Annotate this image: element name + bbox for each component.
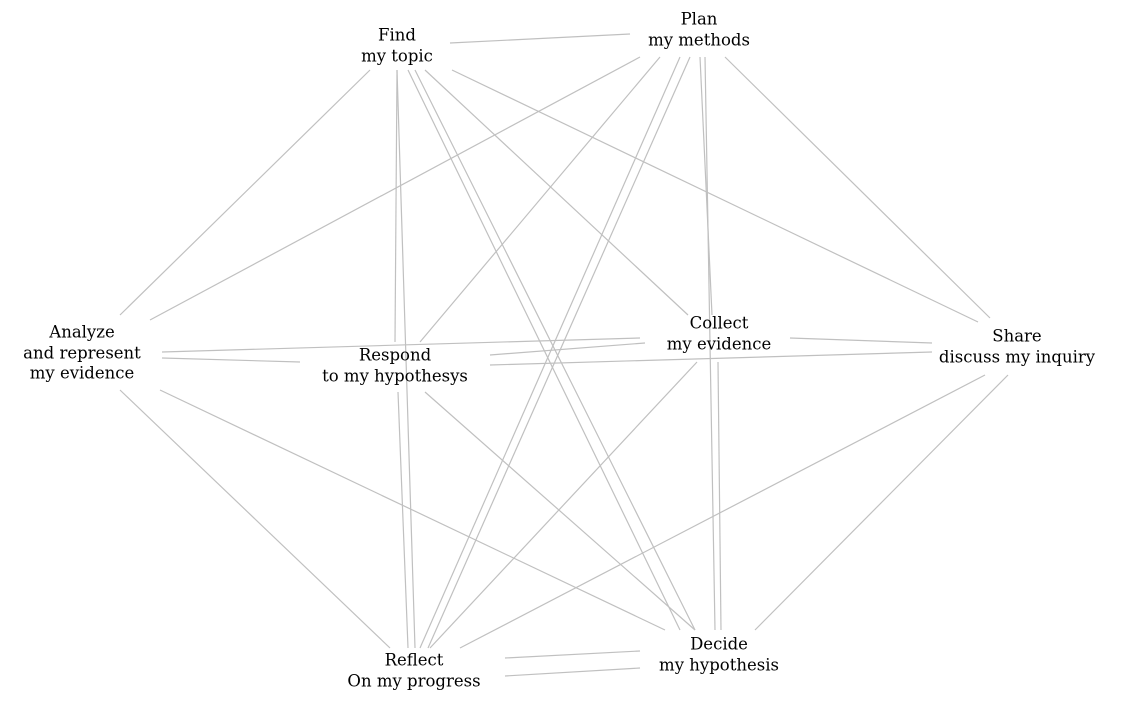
node-label: my hypothesis bbox=[659, 655, 779, 674]
node-label: my topic bbox=[361, 46, 433, 65]
edge-share-decide bbox=[754, 374, 1009, 631]
node-label: Find bbox=[378, 25, 416, 45]
node-label: Decide bbox=[690, 634, 748, 654]
edge-find-reflect bbox=[396, 69, 416, 649]
node-label: my evidence bbox=[666, 334, 772, 353]
edge-analyze-decide bbox=[159, 389, 666, 631]
node-label: Collect bbox=[689, 313, 749, 333]
node-label: Plan bbox=[680, 9, 718, 29]
node-decide-hypothesis: Decide my hypothesis bbox=[659, 635, 779, 676]
edge-collect-reflect bbox=[429, 361, 698, 649]
edge-plan-reflect bbox=[427, 56, 691, 649]
edge-collect-decide bbox=[717, 361, 722, 631]
node-plan-my-methods: Plan my methods bbox=[648, 10, 750, 51]
edge-find-respond bbox=[394, 69, 398, 343]
node-share-inquiry: Share discuss my inquiry bbox=[939, 327, 1095, 368]
edge-respond-reflect bbox=[397, 391, 409, 649]
edge-analyze-reflect bbox=[119, 389, 391, 649]
edge-plan-respond bbox=[419, 56, 661, 343]
node-label: and represent bbox=[23, 342, 141, 362]
node-analyze-evidence: Analyze and represent my evidence bbox=[23, 322, 141, 384]
node-label: my evidence bbox=[29, 363, 135, 383]
edge-find-share bbox=[451, 69, 979, 323]
node-label: On my progress bbox=[347, 671, 481, 690]
edge-plan-decide bbox=[704, 56, 716, 631]
edge-find-plan bbox=[449, 33, 631, 44]
node-respond-hypothesis: Respond to my hypothesys bbox=[322, 346, 468, 387]
edge-share-reflect bbox=[459, 374, 986, 649]
node-label: Analyze bbox=[49, 322, 115, 342]
edge-plan-share bbox=[724, 56, 991, 319]
node-label: my methods bbox=[648, 30, 750, 49]
edge-respond-decide bbox=[424, 391, 696, 631]
edge-respond-collect bbox=[489, 342, 646, 356]
edge-find-analyze bbox=[119, 69, 371, 316]
node-label: Share bbox=[992, 326, 1042, 346]
edge-plan-analyze bbox=[149, 56, 641, 321]
node-label: discuss my inquiry bbox=[938, 347, 1096, 366]
node-collect-evidence: Collect my evidence bbox=[667, 314, 772, 355]
edge-find-collect bbox=[424, 69, 689, 316]
edge-plan-reflect bbox=[419, 56, 681, 649]
edge-analyze-respond bbox=[161, 357, 301, 363]
edge-respond-share bbox=[489, 351, 933, 366]
edge-reflect-decide bbox=[504, 650, 641, 659]
edge-reflect-decide bbox=[504, 667, 641, 677]
edge-find-decide bbox=[407, 69, 681, 631]
edge-analyze-collect bbox=[161, 337, 641, 353]
node-label: Reflect bbox=[384, 650, 444, 670]
edge-collect-share bbox=[789, 337, 933, 344]
node-label: to my hypothesys bbox=[322, 366, 468, 385]
node-reflect-progress: Reflect On my progress bbox=[347, 651, 480, 692]
edge-plan-collect bbox=[699, 56, 713, 316]
node-find-my-topic: Find my topic bbox=[361, 26, 433, 67]
node-label: Respond bbox=[358, 345, 432, 365]
